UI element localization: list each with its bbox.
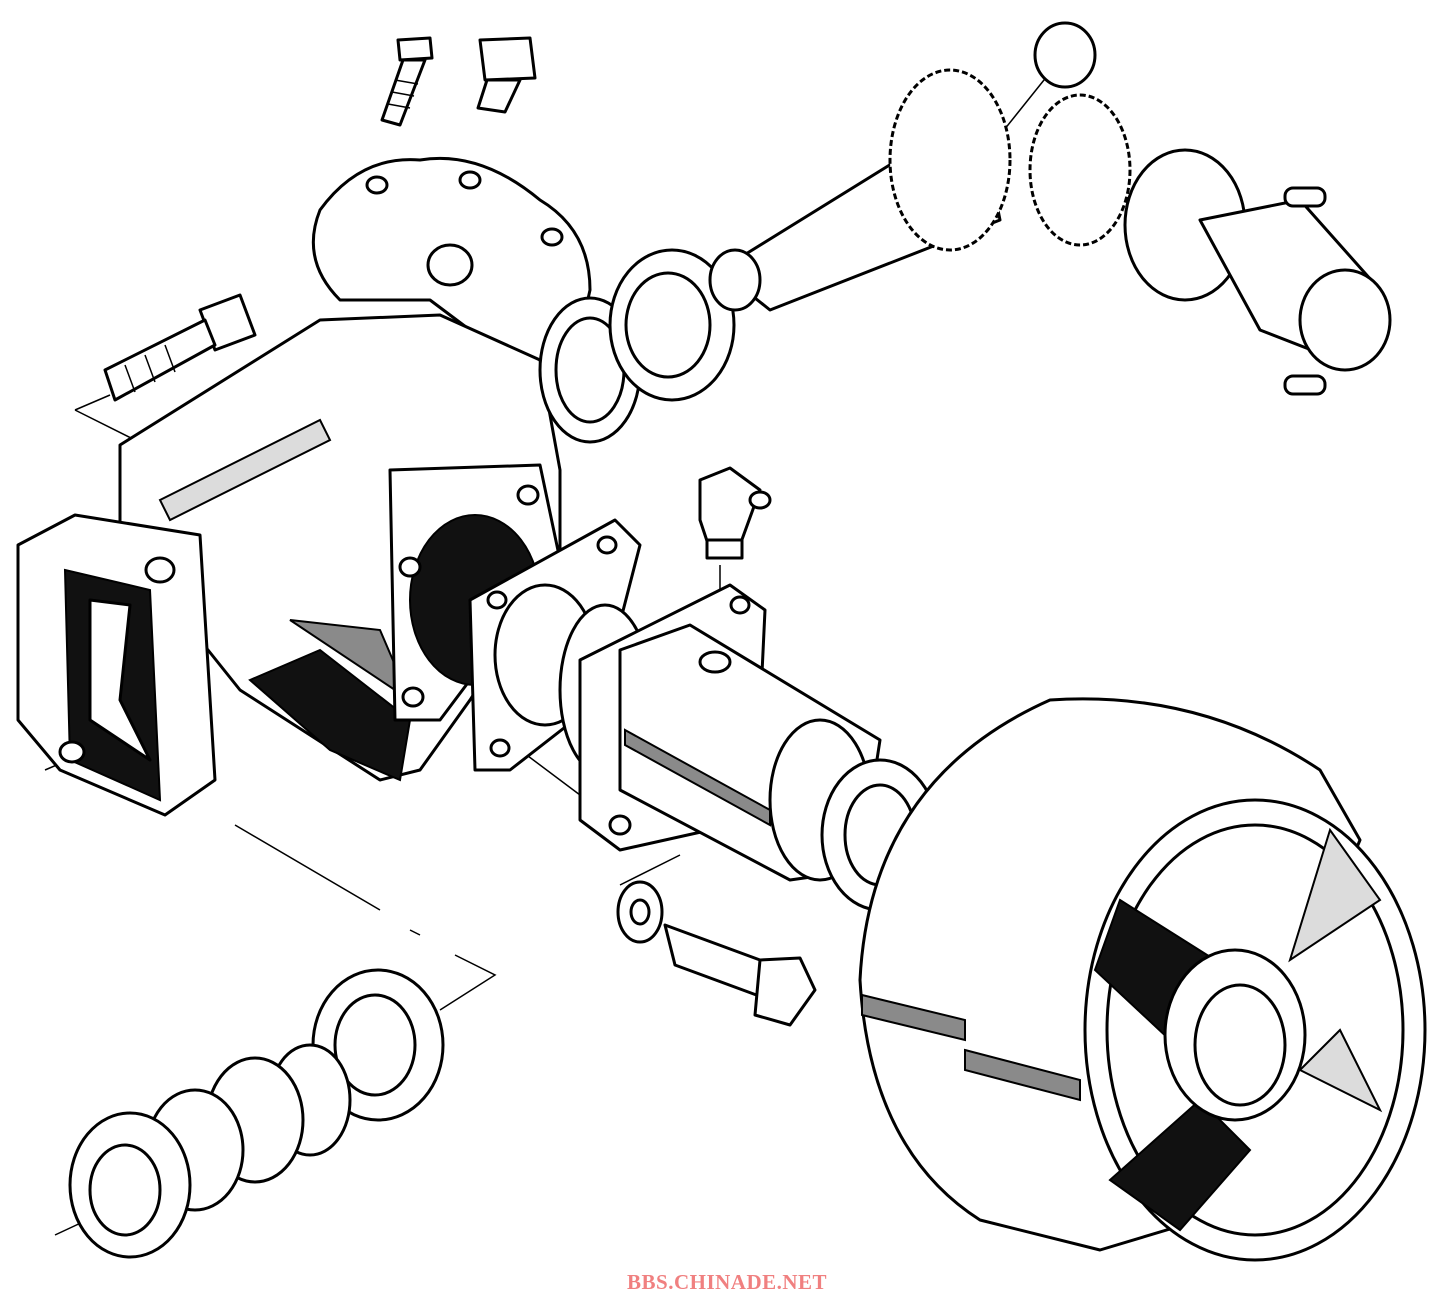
bolt-side: [103, 293, 257, 402]
watermark-text: BBS.CHINADE.NET: [627, 1270, 828, 1294]
flange-frame: [16, 513, 217, 817]
hex-bolt-with-washer: [616, 880, 817, 1027]
bolt-long-top: [380, 36, 434, 127]
bearing-housing: [558, 583, 882, 882]
bearing-stack-bottom: [68, 968, 445, 1259]
tapered-bearing-top: [608, 248, 736, 402]
cover-plate: [311, 156, 592, 368]
shaft-keys: [1283, 186, 1327, 396]
grease-nipple: [698, 466, 772, 560]
bolt-short-top: [476, 36, 537, 114]
gear-shaft: [708, 21, 1392, 372]
fan-drum: [858, 697, 1427, 1262]
